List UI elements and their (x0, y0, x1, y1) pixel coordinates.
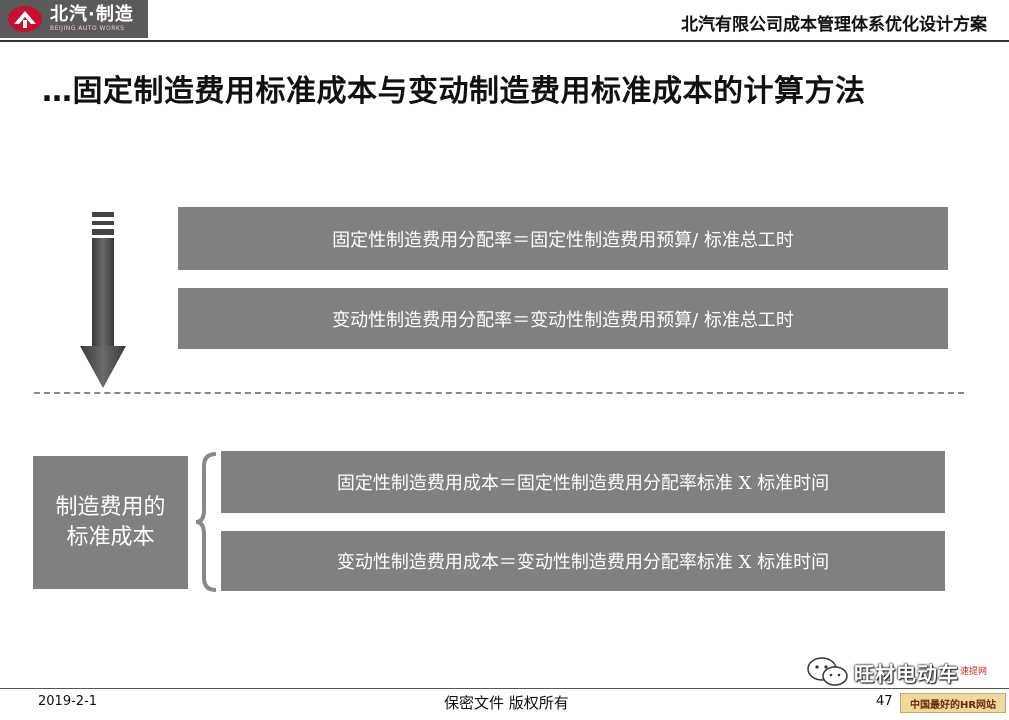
hr-site-badge: 中国最好的HR网站 (900, 693, 1006, 713)
side-label-line2: 标准成本 (66, 524, 155, 550)
overhead-standard-cost-label: 制造费用的 标准成本 (33, 456, 188, 589)
dashed-divider (34, 392, 964, 394)
fixed-overhead-cost-box: 固定性制造费用成本＝固定性制造费用分配率标准 X 标准时间 (221, 451, 945, 513)
document-title: 北汽有限公司成本管理体系优化设计方案 (681, 15, 987, 35)
left-brace-icon (195, 452, 217, 592)
brand-logo: 北汽·制造 BEIJING AUTO WORKS (0, 0, 148, 38)
logo-sub-text: BEIJING AUTO WORKS (50, 25, 125, 32)
fixed-overhead-rate-text: 固定性制造费用分配率＝固定性制造费用预算/ 标准总工时 (332, 229, 794, 251)
variable-overhead-cost-box: 变动性制造费用成本＝变动性制造费用分配率标准 X 标准时间 (221, 531, 945, 591)
fixed-overhead-rate-box: 固定性制造费用分配率＝固定性制造费用预算/ 标准总工时 (178, 207, 948, 270)
footer-divider (0, 688, 1009, 689)
variable-overhead-cost-text: 变动性制造费用成本＝变动性制造费用分配率标准 X 标准时间 (336, 552, 830, 573)
header-divider (0, 40, 1009, 42)
watermark-text: 旺材电动车 (854, 661, 959, 686)
footer-confidential: 保密文件 版权所有 (444, 694, 569, 712)
slide-title: …固定制造费用标准成本与变动制造费用标准成本的计算方法 (42, 74, 866, 109)
side-label-line1: 制造费用的 (55, 494, 166, 520)
variable-overhead-rate-text: 变动性制造费用分配率＝变动性制造费用预算/ 标准总工时 (332, 309, 794, 331)
footer-date: 2019-2-1 (38, 694, 98, 709)
watermark: 旺材电动车 (806, 656, 959, 688)
fixed-overhead-cost-text: 固定性制造费用成本＝固定性制造费用分配率标准 X 标准时间 (336, 473, 830, 494)
variable-overhead-rate-box: 变动性制造费用分配率＝变动性制造费用预算/ 标准总工时 (178, 288, 948, 349)
page-number: 47 (876, 694, 893, 709)
wechat-icon (807, 657, 848, 686)
logo-main-text: 北汽·制造 (50, 4, 134, 25)
baic-emblem-icon (8, 6, 42, 32)
logo-text: 北汽·制造 BEIJING AUTO WORKS (50, 5, 134, 33)
watermark-tag: 速提网 (960, 667, 988, 677)
down-arrow-icon (80, 212, 126, 388)
